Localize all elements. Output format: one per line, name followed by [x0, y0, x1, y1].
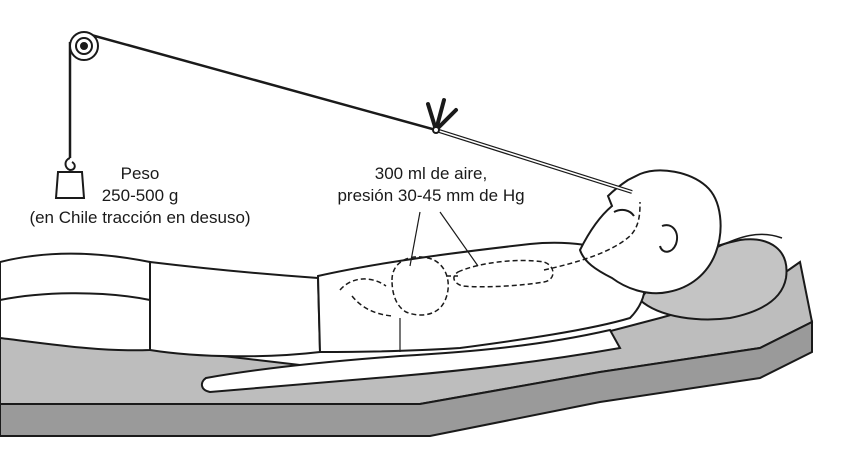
pointer-to-gastric — [409, 211, 421, 267]
gastric-balloon — [391, 256, 449, 316]
esophageal-balloon — [453, 259, 554, 288]
air-label-pressure: presión 30-45 mm de Hg — [337, 186, 525, 205]
patient-ear — [659, 224, 678, 253]
label-pointers — [399, 211, 479, 352]
weight-label-note: (en Chile tracción en desuso) — [29, 208, 251, 227]
pointer-to-esophageal — [439, 211, 479, 267]
air-label: 300 ml de aire, presión 30-45 mm de Hg — [318, 163, 544, 207]
patient-leg-line — [0, 292, 151, 301]
weight-icon — [54, 157, 86, 199]
patient-head — [578, 169, 722, 295]
pulley-hub — [80, 42, 88, 50]
tube-path — [446, 201, 641, 277]
patient-legs — [0, 252, 151, 352]
air-label-volume: 300 ml de aire, — [374, 164, 488, 183]
weight-label: Peso 250-500 g (en Chile tracción en des… — [10, 163, 270, 229]
bed-side — [0, 320, 813, 437]
patient-eye — [613, 208, 635, 217]
pulley — [69, 31, 99, 61]
weight-label-title: Peso — [120, 164, 160, 183]
balloon-tube — [339, 201, 641, 317]
weight-body — [54, 171, 86, 199]
tube-to-nose-inner — [435, 129, 633, 193]
patient-shorts — [149, 260, 322, 358]
weight-label-range: 250-500 g — [101, 186, 179, 205]
traction-rope — [68, 31, 633, 194]
weight-hook — [64, 157, 76, 172]
stomach-outline — [339, 278, 393, 317]
patient-arm — [200, 328, 622, 394]
rope-to-pulley — [83, 31, 437, 132]
clamp-icon — [426, 98, 458, 134]
pillow-top-edge — [715, 233, 783, 249]
